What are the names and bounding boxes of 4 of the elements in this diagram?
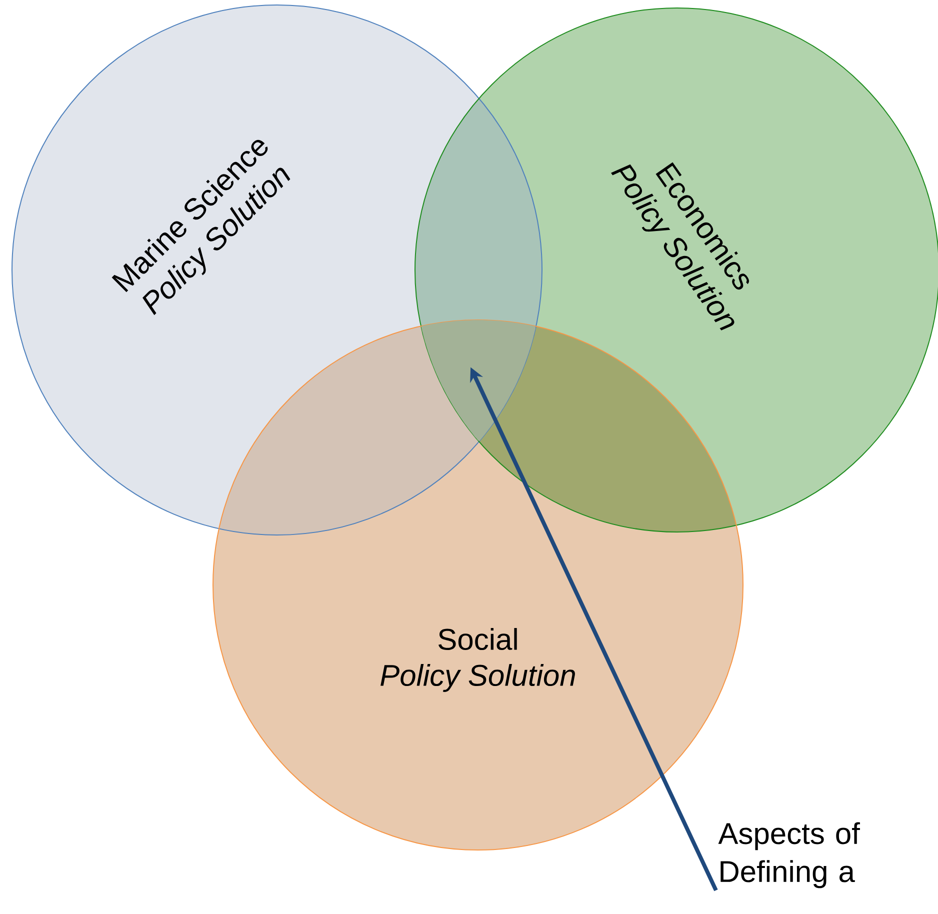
- overlap-region: [421, 320, 536, 442]
- annotation-text: Aspects of Defining a: [718, 822, 860, 888]
- circle-label: Social Policy Solution: [380, 628, 575, 692]
- venn-circle: [12, 4, 542, 536]
